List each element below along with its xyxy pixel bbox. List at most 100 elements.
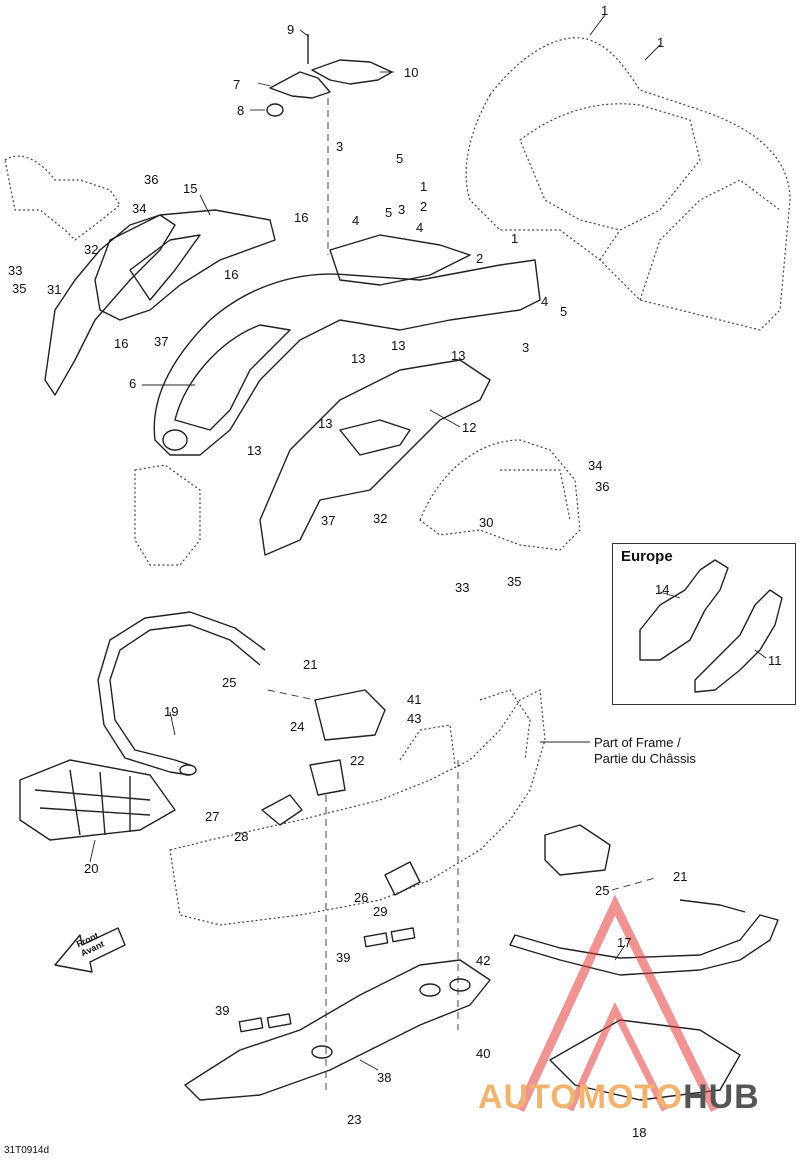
callout-39: 39 [215, 1003, 230, 1018]
callout-leaders [89, 14, 767, 1071]
skid-plate-20 [19, 759, 176, 841]
callout-40: 40 [476, 1046, 491, 1061]
europe-variant-box: Europe [612, 543, 796, 705]
frame-note-line2: Partie du Châssis [594, 751, 696, 766]
callout-43: 43 [407, 711, 422, 726]
callout-31: 31 [47, 282, 62, 297]
callout-35: 35 [12, 281, 27, 296]
callout-1: 1 [657, 35, 665, 50]
callout-30: 30 [479, 515, 494, 530]
callout-6: 6 [129, 376, 137, 391]
left-front-fender [4, 155, 176, 396]
rear-bumper-17 [509, 899, 779, 976]
drawing-code: 31T0914d [4, 1145, 50, 1156]
callout-37: 37 [154, 334, 169, 349]
watermark-logo: AUTOMOTOHUB [478, 1078, 760, 1117]
callout-8: 8 [237, 103, 245, 118]
callout-19: 19 [164, 704, 179, 719]
front-body-6 [153, 234, 541, 456]
callout-17: 17 [617, 935, 632, 950]
footrest-21 [314, 689, 611, 876]
front-bracket-dotted [134, 464, 201, 566]
callout-27: 27 [205, 809, 220, 824]
callout-9: 9 [287, 22, 295, 37]
callout-13: 13 [247, 443, 262, 458]
callout-37: 37 [321, 513, 336, 528]
callout-13: 13 [391, 338, 406, 353]
callout-5: 5 [396, 151, 404, 166]
callout-36: 36 [595, 479, 610, 494]
rear-fender-dotted [419, 439, 581, 551]
callout-7: 7 [233, 77, 241, 92]
pads-39 [238, 927, 416, 1033]
callout-24: 24 [290, 719, 305, 734]
side-panel-15 [94, 209, 276, 321]
rear-body-dotted [465, 37, 791, 331]
callout-38: 38 [377, 1070, 392, 1085]
watermark-text-a: AUTOMOTO [478, 1078, 684, 1116]
watermark-text-b: HUB [683, 1078, 760, 1116]
callout-18: 18 [632, 1125, 647, 1140]
frame-note-line1: Part of Frame / [594, 735, 681, 750]
callout-42: 42 [476, 953, 491, 968]
callout-33: 33 [8, 263, 23, 278]
callout-4: 4 [541, 294, 549, 309]
callout-5: 5 [385, 205, 393, 220]
side-panel-12 [259, 359, 491, 556]
watermark-triangle [515, 894, 720, 1112]
europe-title: Europe [621, 548, 673, 565]
callout-25: 25 [222, 675, 237, 690]
callout-33: 33 [455, 580, 470, 595]
skid-plate-38 [184, 959, 491, 1101]
rear-rack-19 [97, 611, 266, 776]
callout-3: 3 [398, 202, 406, 217]
callout-39: 39 [336, 950, 351, 965]
callout-26: 26 [354, 890, 369, 905]
callout-34: 34 [588, 458, 603, 473]
front-direction-arrow [54, 927, 126, 973]
europe-panels [639, 559, 783, 693]
callout-35: 35 [507, 574, 522, 589]
callout-13: 13 [318, 416, 333, 431]
callout-1: 1 [511, 231, 519, 246]
brackets-22-28 [261, 759, 421, 896]
callout-16: 16 [294, 210, 309, 225]
callout-32: 32 [373, 511, 388, 526]
callout-36: 36 [144, 172, 159, 187]
callout-14: 14 [655, 582, 670, 597]
callout-32: 32 [84, 242, 99, 257]
skid-plate-18 [549, 1019, 741, 1101]
callout-41: 41 [407, 692, 422, 707]
frame-dotted [169, 689, 546, 926]
callout-21: 21 [673, 869, 688, 884]
callout-13: 13 [451, 348, 466, 363]
parts-7-10 [266, 34, 393, 117]
callout-12: 12 [462, 420, 477, 435]
callout-3: 3 [522, 340, 530, 355]
callout-3: 3 [336, 139, 344, 154]
callout-2: 2 [420, 199, 428, 214]
callout-1: 1 [420, 179, 428, 194]
callout-29: 29 [373, 904, 388, 919]
callout-28: 28 [234, 829, 249, 844]
callout-13: 13 [351, 351, 366, 366]
callout-5: 5 [560, 304, 568, 319]
callout-2: 2 [476, 251, 484, 266]
callout-20: 20 [84, 861, 99, 876]
callout-16: 16 [224, 267, 239, 282]
callout-22: 22 [350, 753, 365, 768]
callout-1: 1 [601, 3, 609, 18]
callout-34: 34 [132, 201, 147, 216]
frame-note: Part of Frame / Partie du Châssis [594, 735, 696, 767]
callout-16: 16 [114, 336, 129, 351]
assembly-lines [267, 98, 656, 1090]
callout-23: 23 [347, 1112, 362, 1127]
callout-15: 15 [183, 181, 198, 196]
callout-11: 11 [768, 653, 782, 668]
callout-10: 10 [404, 65, 419, 80]
callout-25: 25 [595, 883, 610, 898]
callout-21: 21 [303, 657, 318, 672]
callout-4: 4 [352, 213, 360, 228]
callout-4: 4 [416, 220, 424, 235]
